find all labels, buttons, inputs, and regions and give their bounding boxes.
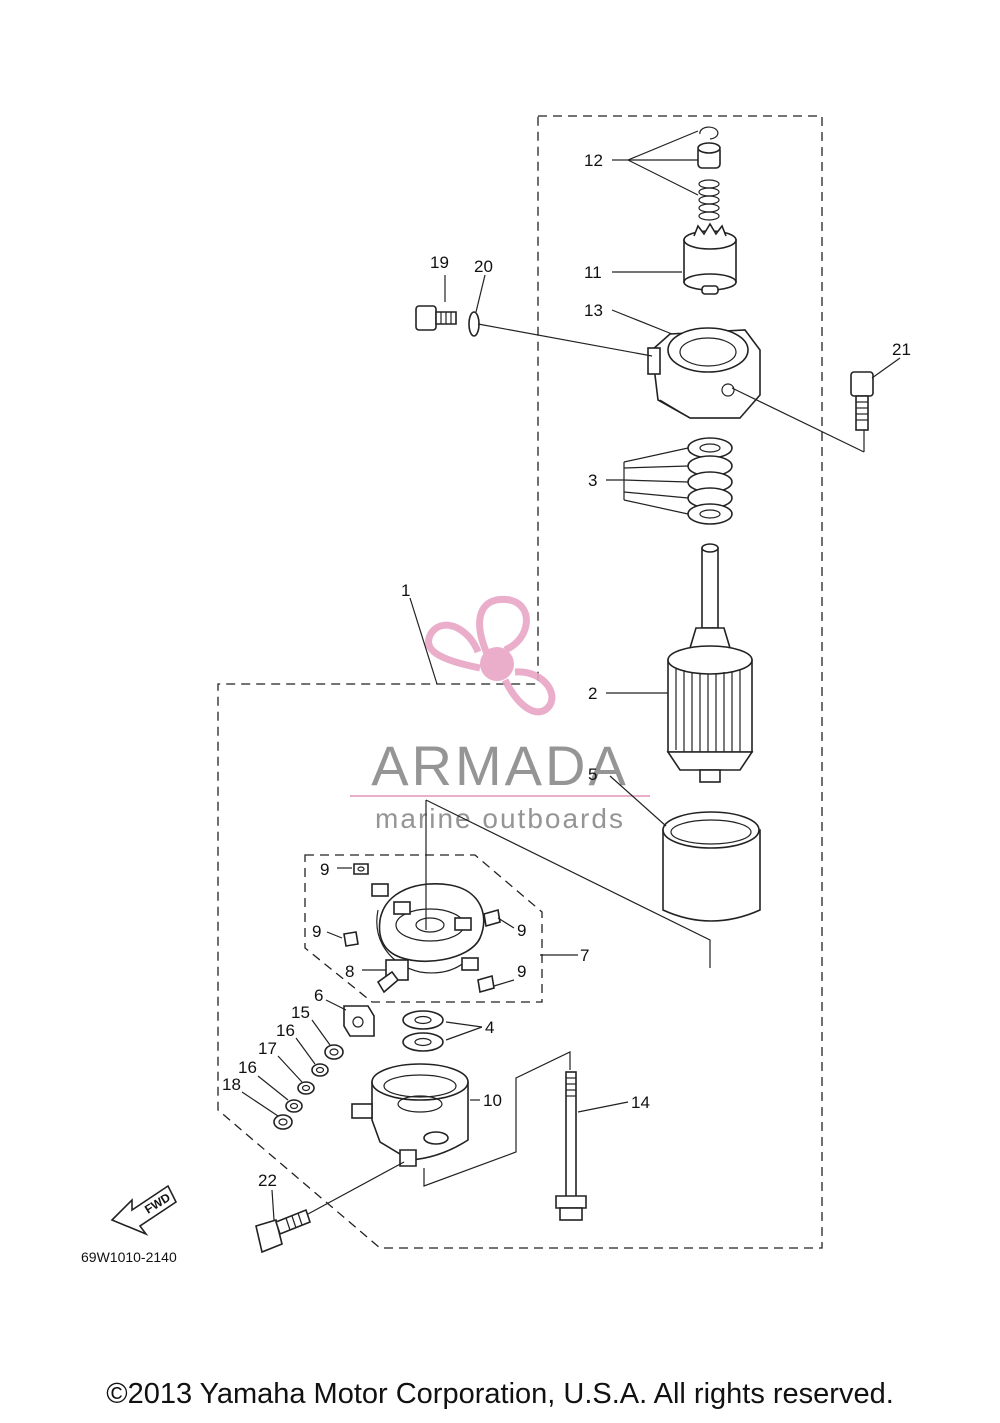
callout-4: 4	[485, 1018, 494, 1037]
propeller-hub	[480, 647, 514, 681]
callout-2: 2	[588, 684, 597, 703]
part-11-pinion-gear	[683, 222, 737, 295]
callout-16-lower: 16	[238, 1058, 257, 1077]
callout-19: 19	[430, 253, 449, 272]
callout-9-left: 9	[312, 922, 321, 941]
callout-1: 1	[401, 581, 410, 600]
callout-22: 22	[258, 1171, 277, 1190]
part-15-18-small-washers	[273, 1044, 344, 1130]
leader-lines	[241, 130, 901, 1221]
armada-watermark: ARMADA marine outboards	[350, 595, 650, 834]
callout-9-bottom: 9	[517, 962, 526, 981]
callout-3: 3	[588, 471, 597, 490]
callout-14: 14	[631, 1093, 650, 1112]
callout-9-right: 9	[517, 921, 526, 940]
part-2-armature	[666, 543, 754, 783]
part-9-brushes	[343, 863, 501, 994]
callout-16-upper: 16	[276, 1021, 295, 1040]
callout-11: 11	[584, 263, 602, 282]
callout-17: 17	[258, 1039, 277, 1058]
part-20-washer	[468, 311, 480, 337]
part-7-brush-holder	[371, 883, 485, 974]
callout-labels: 12 11 13 19 20 21 3 1 2 5 9 9 9 9 7 8 6 …	[222, 151, 911, 1190]
fwd-direction-arrow: FWD	[110, 1184, 178, 1236]
propeller-logo	[425, 595, 556, 716]
part-22-bolt	[255, 1208, 311, 1254]
watermark-tagline: marine outboards	[375, 803, 625, 834]
part-8-terminal	[376, 959, 409, 994]
part-19-bolt	[415, 305, 457, 331]
part-5-yoke	[662, 811, 761, 922]
callout-21: 21	[892, 340, 911, 359]
callout-12: 12	[584, 151, 603, 170]
callout-5: 5	[588, 765, 597, 784]
part-4-washers	[402, 1010, 444, 1052]
callout-9-top: 9	[320, 860, 329, 879]
callout-10: 10	[483, 1091, 502, 1110]
part-14-through-bolt	[555, 1071, 587, 1221]
assembly-boundary	[217, 115, 823, 1249]
part-12-clip-collar-spring	[697, 126, 721, 221]
callout-18: 18	[222, 1075, 241, 1094]
callout-15: 15	[291, 1003, 310, 1022]
part-3-washer-set	[687, 437, 733, 525]
callout-13: 13	[584, 301, 603, 320]
callout-20: 20	[474, 257, 493, 276]
part-21-screw	[850, 371, 874, 431]
part-13-front-bracket	[647, 327, 761, 419]
watermark-brand: ARMADA	[371, 734, 629, 797]
part-10-rear-cover	[351, 1063, 469, 1167]
callout-8: 8	[345, 962, 354, 981]
copyright-notice: ©2013 Yamaha Motor Corporation, U.S.A. A…	[106, 1378, 894, 1410]
diagram-code: 69W1010-2140	[81, 1249, 177, 1265]
callout-7: 7	[580, 946, 589, 965]
callout-6: 6	[314, 986, 323, 1005]
part-6-nut-plate	[343, 1005, 375, 1037]
